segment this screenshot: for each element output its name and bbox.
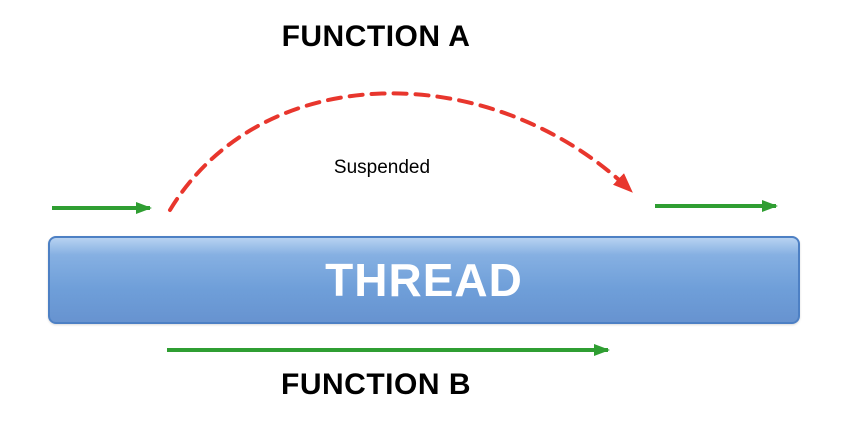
suspended-label: Suspended bbox=[333, 157, 431, 178]
function-a-label: FUNCTION A bbox=[281, 20, 471, 53]
function-b-label: FUNCTION B bbox=[281, 368, 471, 401]
red-dashed-suspend-arc bbox=[168, 91, 633, 212]
thread-label: THREAD bbox=[325, 254, 523, 306]
thread-bar: THREAD bbox=[48, 236, 800, 324]
